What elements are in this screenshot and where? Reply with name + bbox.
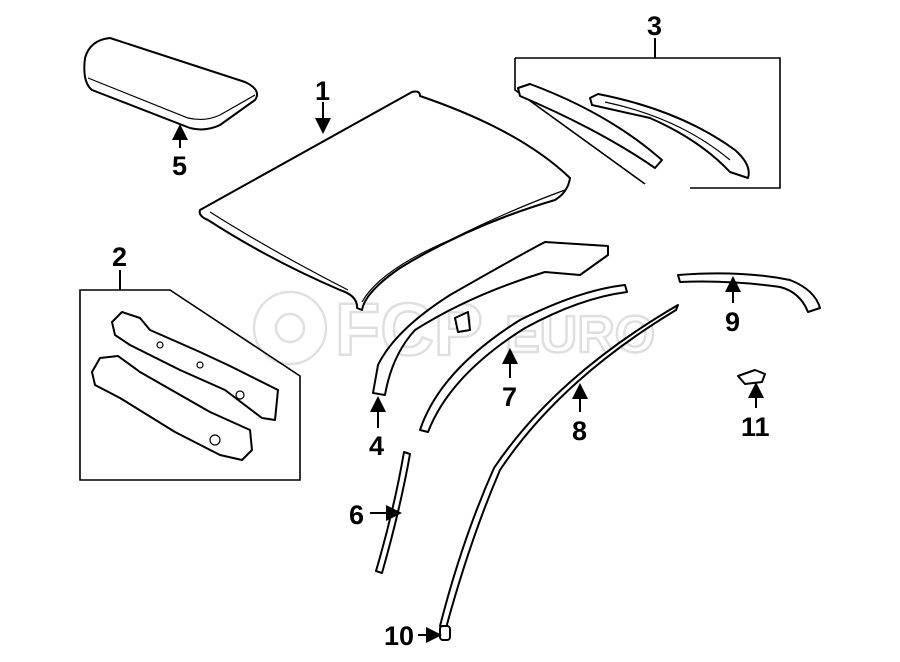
callout-2: 2	[112, 242, 127, 272]
part-9-molding	[677, 272, 821, 313]
part-5-pad	[83, 37, 258, 131]
part-2-group	[79, 289, 301, 481]
part-3-group	[514, 57, 781, 189]
callout-4: 4	[369, 431, 384, 461]
callout-5: 5	[172, 151, 187, 181]
callout-7: 7	[502, 382, 517, 412]
callout-arrows	[119, 38, 764, 643]
part-4-rail	[372, 241, 609, 396]
callout-10: 10	[384, 621, 414, 651]
callout-9: 9	[725, 307, 740, 337]
part-10-clip	[439, 625, 451, 641]
callout-11: 11	[741, 412, 770, 442]
part-1-roof-panel	[198, 90, 571, 311]
callout-3: 3	[647, 11, 662, 41]
part-11-cap	[737, 369, 766, 385]
callout-6: 6	[349, 500, 364, 530]
callout-8: 8	[572, 416, 587, 446]
part-7-molding	[419, 284, 628, 433]
callout-1: 1	[315, 76, 330, 106]
